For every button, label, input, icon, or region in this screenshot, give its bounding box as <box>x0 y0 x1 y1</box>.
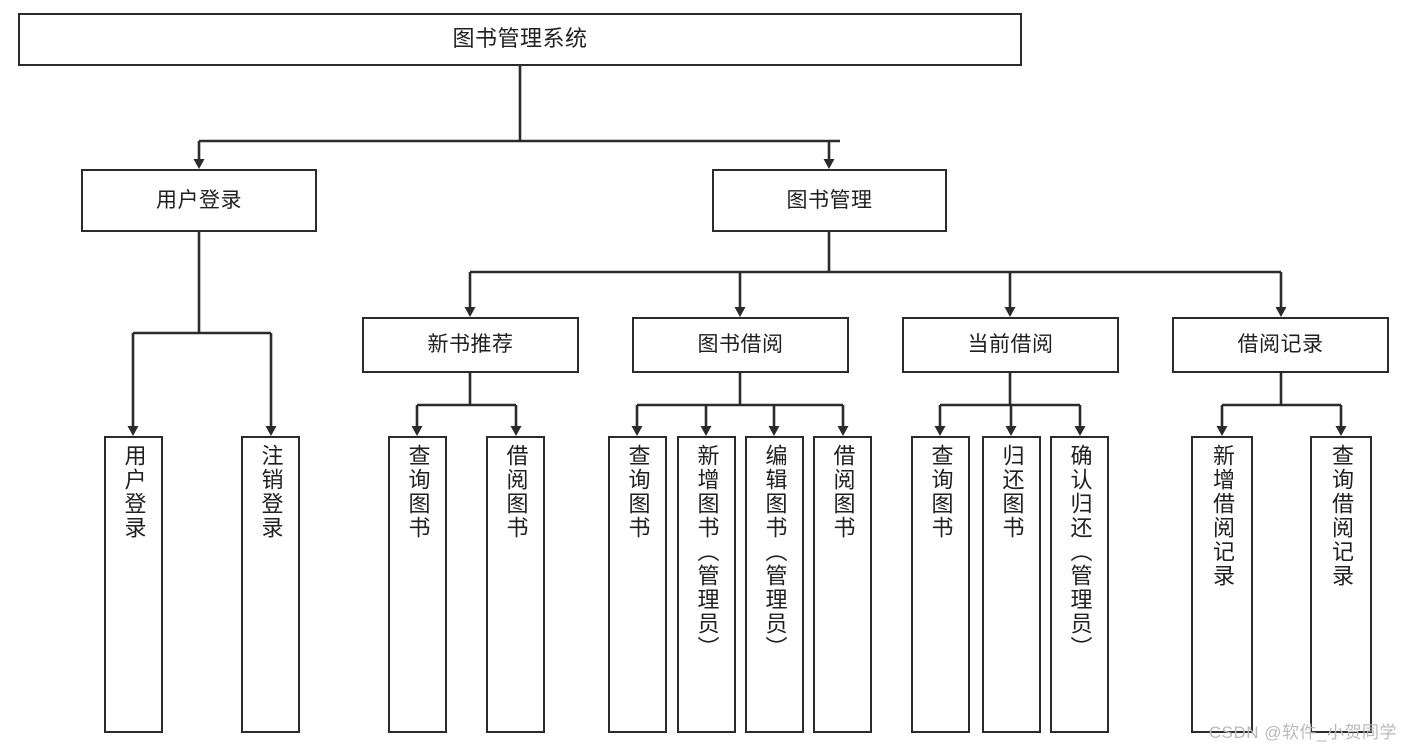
leaf-query-borrow-record[interactable]: 查询借阅记录 <box>1310 436 1372 733</box>
leaf-user-login[interactable]: 用户登录 <box>104 436 163 733</box>
leaf-query-borrow-record-label: 查询借阅记录 <box>1329 444 1354 588</box>
leaf-logout-label: 注销登录 <box>258 444 284 540</box>
leaf-query-book-current[interactable]: 查询图书 <box>911 436 970 733</box>
node-book-borrow-label: 图书借阅 <box>697 333 784 357</box>
leaf-add-book-admin-label: 新增图书（管理员） <box>694 444 720 660</box>
leaf-query-book-current-label: 查询图书 <box>928 444 954 540</box>
node-borrow-record-label: 借阅记录 <box>1237 333 1324 357</box>
leaf-add-book-admin[interactable]: 新增图书（管理员） <box>677 436 736 733</box>
node-new-book-recommend-label: 新书推荐 <box>427 333 514 357</box>
node-new-book-recommend[interactable]: 新书推荐 <box>362 317 579 373</box>
node-user-login-label: 用户登录 <box>156 188 242 212</box>
leaf-borrow-book-label: 借阅图书 <box>830 444 856 540</box>
node-current-borrow-label: 当前借阅 <box>967 333 1054 357</box>
leaf-user-login-label: 用户登录 <box>121 444 147 540</box>
node-user-login[interactable]: 用户登录 <box>81 169 317 232</box>
leaf-add-borrow-record[interactable]: 新增借阅记录 <box>1191 436 1253 733</box>
leaf-query-book-recommend-label: 查询图书 <box>405 444 431 540</box>
leaf-query-book-recommend[interactable]: 查询图书 <box>388 436 447 733</box>
node-book-management-label: 图书管理 <box>786 188 873 212</box>
leaf-logout[interactable]: 注销登录 <box>241 436 300 733</box>
node-book-management[interactable]: 图书管理 <box>712 169 947 232</box>
leaf-return-book-label: 归还图书 <box>999 444 1025 540</box>
leaf-edit-book-admin-label: 编辑图书（管理员） <box>762 444 788 660</box>
leaf-confirm-return-admin[interactable]: 确认归还（管理员） <box>1050 436 1109 733</box>
leaf-query-book-borrow[interactable]: 查询图书 <box>608 436 667 733</box>
leaf-query-book-borrow-label: 查询图书 <box>625 444 651 540</box>
node-root[interactable]: 图书管理系统 <box>18 13 1022 66</box>
csdn-watermark: CSDN @软件_小贺同学 <box>1208 723 1397 742</box>
leaf-borrow-book-recommend[interactable]: 借阅图书 <box>486 436 545 733</box>
node-current-borrow[interactable]: 当前借阅 <box>902 317 1119 373</box>
leaf-borrow-book-recommend-label: 借阅图书 <box>503 444 529 540</box>
node-root-label: 图书管理系统 <box>452 26 588 52</box>
leaf-return-book[interactable]: 归还图书 <box>982 436 1041 733</box>
node-borrow-record[interactable]: 借阅记录 <box>1172 317 1389 373</box>
leaf-add-borrow-record-label: 新增借阅记录 <box>1210 444 1235 588</box>
leaf-confirm-return-admin-label: 确认归还（管理员） <box>1067 444 1093 660</box>
leaf-borrow-book[interactable]: 借阅图书 <box>813 436 872 733</box>
leaf-edit-book-admin[interactable]: 编辑图书（管理员） <box>745 436 804 733</box>
node-book-borrow[interactable]: 图书借阅 <box>632 317 849 373</box>
